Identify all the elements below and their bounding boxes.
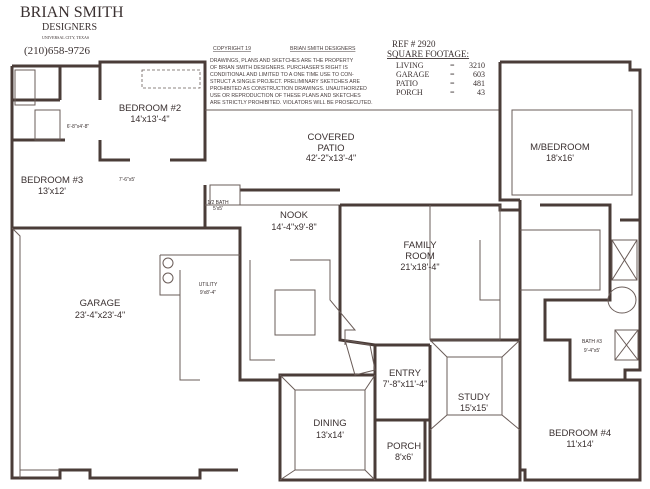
- footage-heading: SQUARE FOOTAGE:: [387, 49, 469, 59]
- square-footage-table: REF # 2920 SQUARE FOOTAGE: LIVING = 3210…: [387, 39, 485, 97]
- room-entry-size: 7'-8"x11'-4": [383, 379, 428, 389]
- room-half-bath-size: 5'x5': [213, 206, 223, 212]
- ref-number: REF # 2920: [392, 39, 436, 49]
- room-study-size: 15'x15': [460, 403, 488, 413]
- notice-line: USE OR REPRODUCTION OF THESE PLANS AND S…: [210, 93, 361, 99]
- company-subtitle: DESIGNERS: [42, 22, 97, 33]
- footage-value: 603: [473, 70, 485, 79]
- room-nook-size: 14'-4"x9'-8": [271, 222, 316, 232]
- room-master-size: 18'x16': [546, 153, 574, 163]
- room-porch-size: 8'x6': [395, 452, 413, 462]
- notice-line: OF BRIAN SMITH DESIGNERS. PURCHASER'S RI…: [210, 65, 348, 71]
- company-name: BRIAN SMITH: [20, 4, 124, 21]
- notice-line: STRUCT A SINGLE PROJECT. PRELIMINARY SKE…: [210, 79, 360, 85]
- room-utility-size: 9'x8'-4": [200, 290, 216, 296]
- footage-eq: =: [450, 61, 455, 70]
- room-dining: DINING: [313, 418, 346, 429]
- room-dining-size: 13'x14': [316, 430, 344, 440]
- closet-size: 6'-8"x4'-8": [67, 124, 90, 130]
- room-garage-size: 23'-4"x23'-4": [75, 310, 125, 320]
- room-labels: BEDROOM #2 14'x13'-4" 6'-8"x4'-8" 7'-6"x…: [21, 103, 611, 462]
- room-bedroom3: BEDROOM #3: [21, 175, 83, 186]
- copyright-notice: COPYRIGHT 19 BRIAN SMITH DESIGNERS DRAWI…: [210, 46, 373, 106]
- notice-line: CONDITIONAL AND LIMITED TO A ONE TIME US…: [210, 72, 354, 78]
- room-entry: ENTRY: [389, 368, 422, 379]
- room-utility: UTILITY: [199, 282, 218, 288]
- room-study: STUDY: [458, 392, 491, 403]
- room-bedroom4-size: 11'x14': [566, 439, 594, 449]
- room-half-bath: 1/2 BATH: [207, 200, 229, 206]
- room-porch: PORCH: [387, 441, 421, 452]
- company-location: UNIVERSAL CITY, TEXAS: [42, 35, 89, 41]
- company-phone: (210)658-9726: [24, 45, 90, 57]
- footage-value: 481: [473, 79, 485, 88]
- closet-size: 7'-6"x5': [119, 177, 135, 183]
- room-bedroom2: BEDROOM #2: [119, 103, 181, 114]
- footage-label: PORCH: [396, 88, 423, 97]
- room-bedroom2-size: 14'x13'-4": [130, 114, 169, 124]
- room-garage: GARAGE: [80, 298, 121, 309]
- room-master: M/BEDROOM: [530, 142, 590, 153]
- notice-line: ARE STRICTLY PROHIBITED. VIOLATORS WILL …: [210, 100, 373, 106]
- footage-label: PATIO: [396, 79, 418, 88]
- title-block: BRIAN SMITH DESIGNERS UNIVERSAL CITY, TE…: [20, 4, 124, 57]
- footage-label: LIVING: [396, 61, 424, 70]
- room-bedroom4: BEDROOM #4: [549, 428, 611, 439]
- footage-eq: =: [450, 88, 455, 97]
- room-bedroom3-size: 13'x12': [38, 186, 66, 196]
- copyright-line: COPYRIGHT 19: [213, 46, 251, 52]
- notice-line: DRAWINGS, PLANS AND SKETCHES ARE THE PRO…: [210, 58, 354, 64]
- room-nook: NOOK: [280, 210, 309, 221]
- room-patio: COVERED: [308, 132, 355, 143]
- room-bath3: BATH #3: [582, 339, 602, 345]
- room-family: FAMILY: [403, 240, 437, 251]
- footage-eq: =: [450, 79, 455, 88]
- room-family-size: 21'x18'-4": [400, 262, 439, 272]
- footage-value: 43: [477, 88, 485, 97]
- footage-value: 3210: [469, 61, 485, 70]
- room-patio-size: 42'-2"x13'-4": [306, 153, 356, 163]
- copyright-owner: BRIAN SMITH DESIGNERS: [290, 46, 356, 52]
- notice-line: PROHIBITED AS CONSTRUCTION DRAWINGS. UNA…: [210, 86, 367, 92]
- footage-eq: =: [450, 70, 455, 79]
- room-bath3-size: 9'-4"x5': [584, 348, 600, 354]
- footage-label: GARAGE: [396, 70, 429, 79]
- room-patio: PATIO: [317, 143, 344, 154]
- room-family: ROOM: [405, 251, 435, 262]
- walls: [10, 60, 642, 482]
